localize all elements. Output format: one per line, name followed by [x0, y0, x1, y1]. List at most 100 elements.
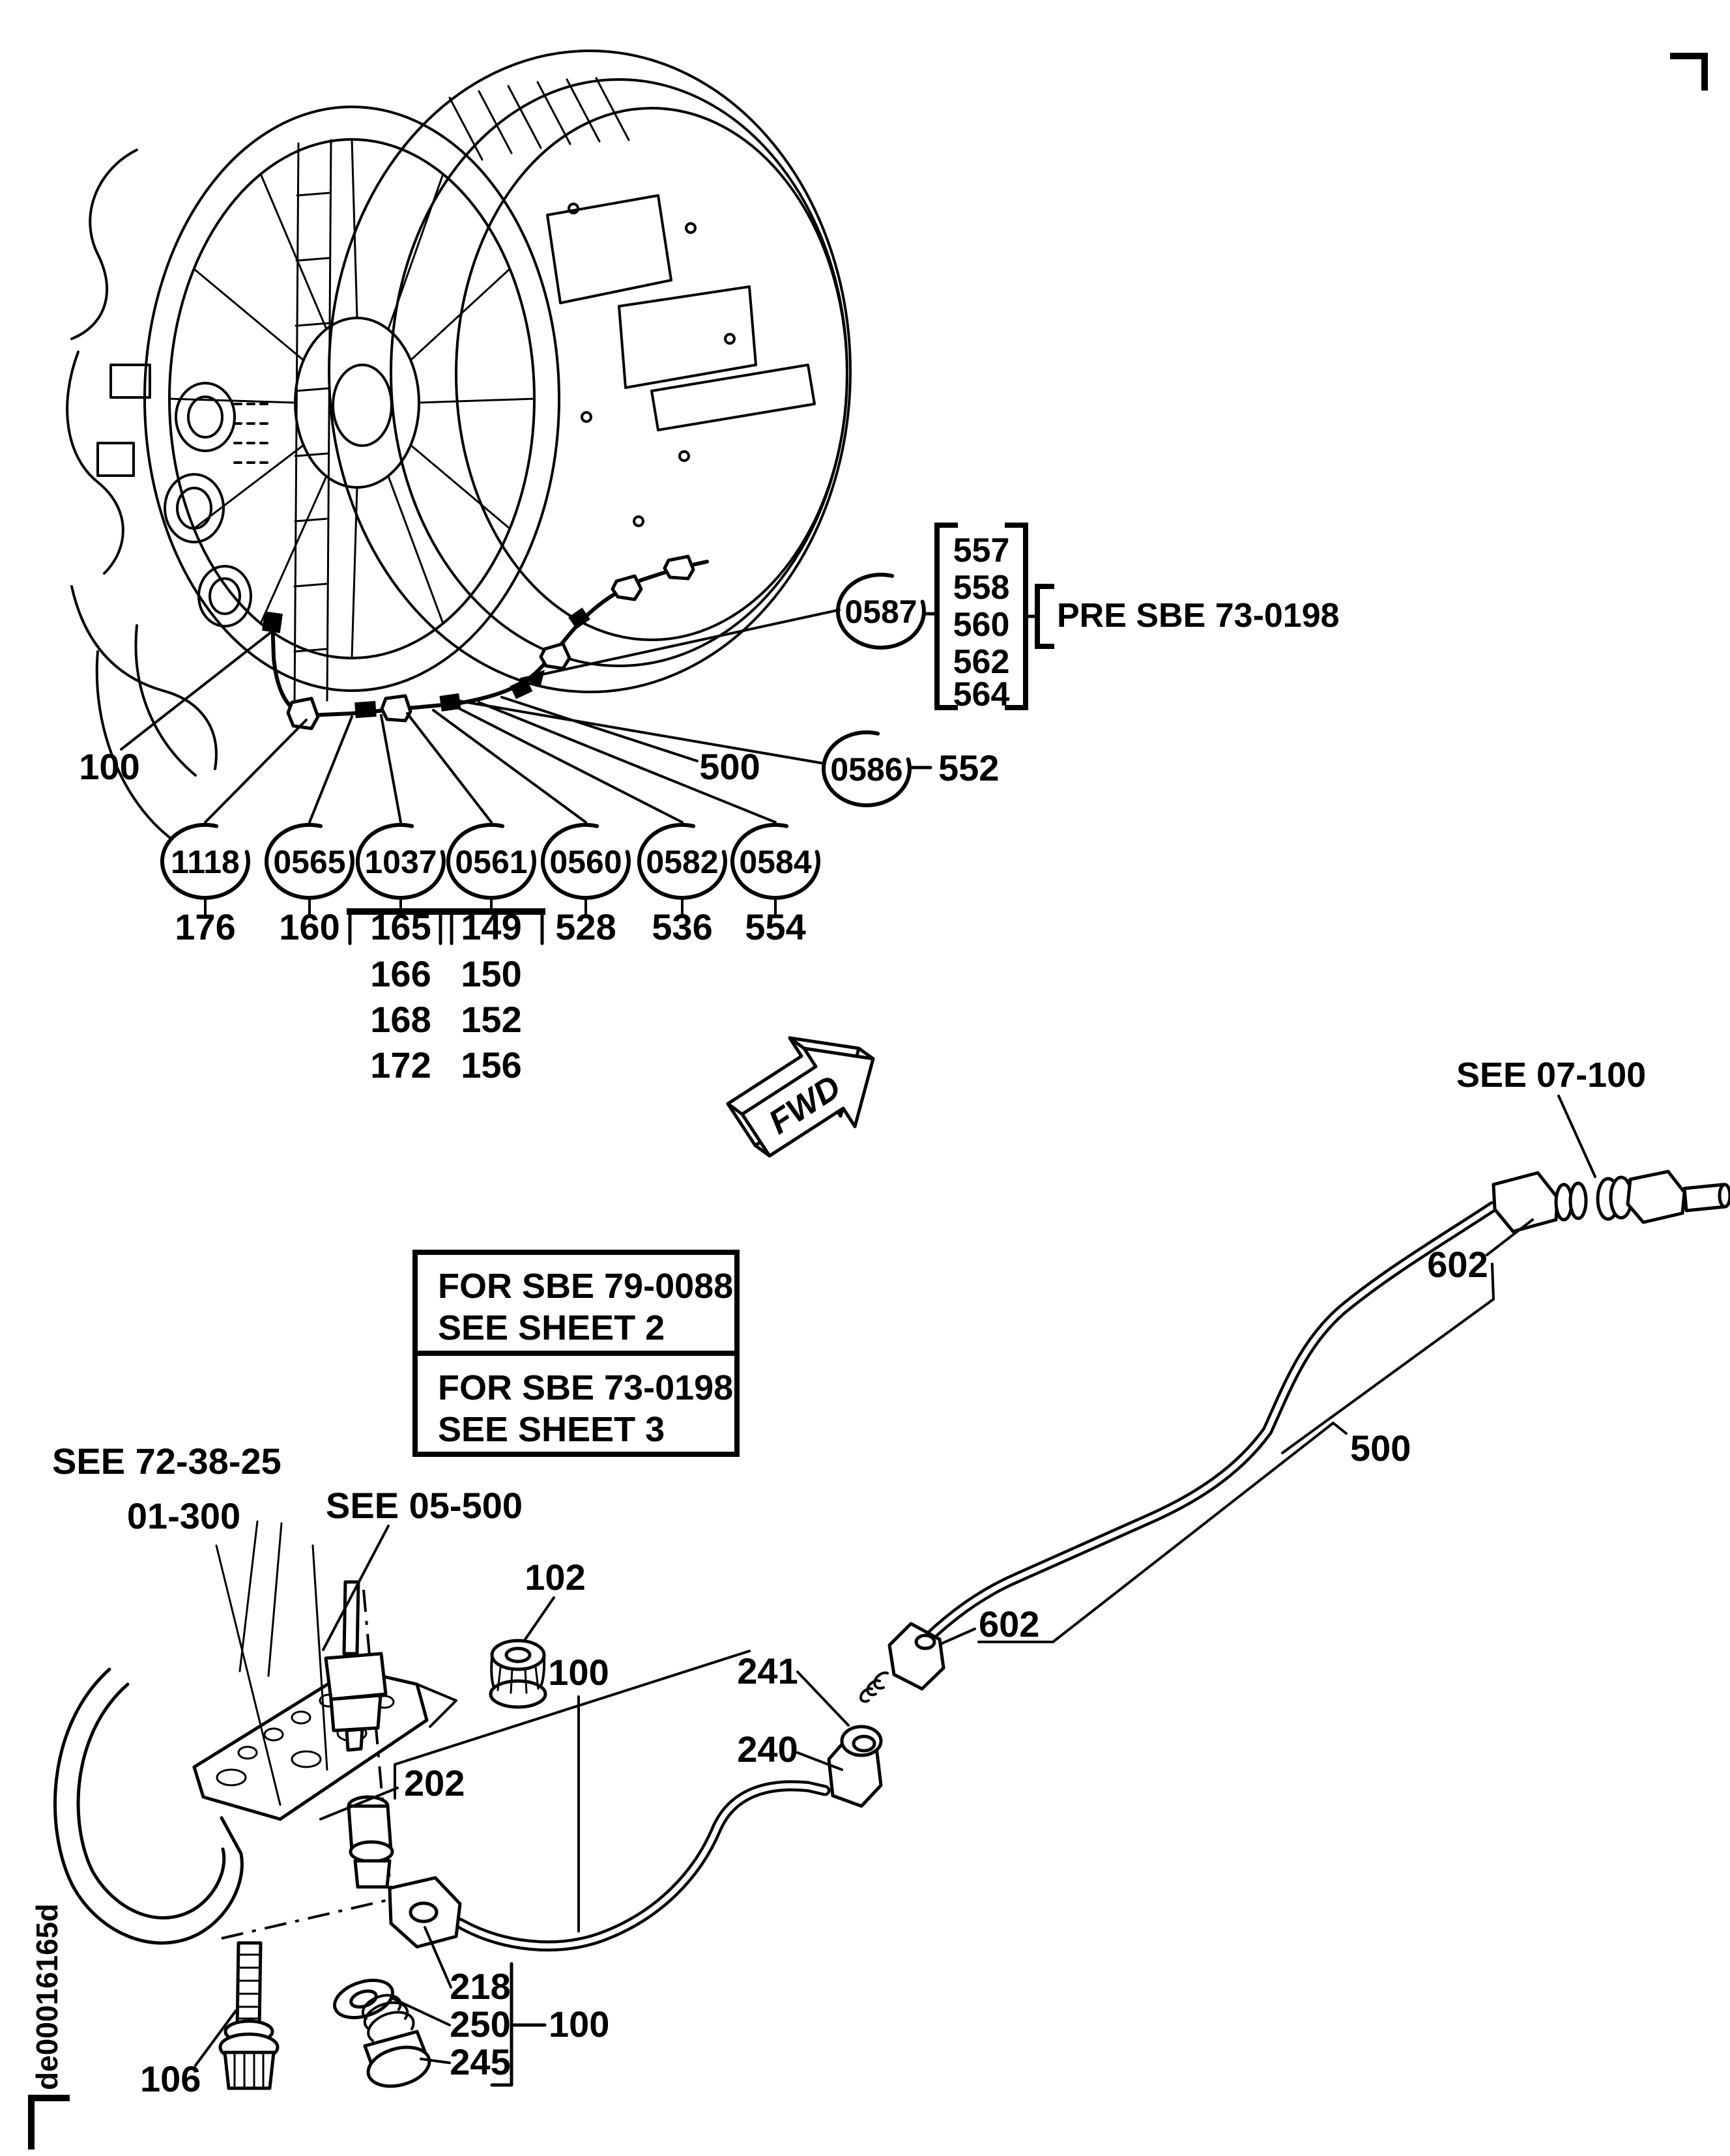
leader-see-07-100 — [1557, 1095, 1596, 1178]
washer-250 — [333, 1978, 394, 2020]
fitting-240-241 — [827, 1725, 883, 1808]
mount-bracket-illustration — [53, 1520, 547, 2090]
note-see-72-38-25-line1: SEE 72-38-25 — [52, 1441, 281, 1482]
callout-balloon-0586: 0586 552 — [821, 730, 999, 807]
sheet3-line1: FOR SBE 73-0198 — [438, 1368, 733, 1407]
sheet3-line2: SEE SHEET 3 — [438, 1410, 665, 1449]
sheet2-line1: FOR SBE 79-0088 — [438, 1267, 733, 1306]
stack-item: 560 — [953, 606, 1010, 644]
label-102: 102 — [525, 1557, 585, 1598]
balloon-label: 0584 — [739, 844, 811, 880]
note-see-07-100: SEE 07-100 — [1456, 1056, 1646, 1095]
bolt-245 — [361, 1994, 431, 2088]
fuel-tube-500 — [914, 1201, 1499, 1652]
leader-240 — [796, 1751, 843, 1771]
label-245: 245 — [450, 2041, 510, 2082]
leader-241 — [796, 1671, 850, 1727]
callout-balloon-1118: 1118 176 — [160, 823, 250, 947]
leader-106 — [194, 2009, 237, 2067]
leader-see-72-38-25-b — [311, 1544, 328, 1771]
part-number: 172 — [370, 1044, 431, 1085]
corner-mark-bottom-left — [28, 2095, 70, 2149]
bolt-106 — [218, 1941, 280, 2090]
engine-strut-band — [293, 139, 332, 705]
engine-fuel-tube — [262, 554, 709, 730]
label-100-bracket: 100 — [549, 2004, 609, 2045]
sheet2-line2: SEE SHEET 2 — [438, 1308, 665, 1347]
leader-102 — [524, 1596, 555, 1641]
balloon-label: 0565 — [273, 844, 345, 880]
part-number: 149 — [461, 906, 521, 947]
label-harness-500-top: 500 — [699, 746, 760, 787]
leader-see-72-38-25-a — [215, 1544, 281, 1806]
callout-balloon-0561: 0561 149 150 152 156 — [437, 823, 545, 1085]
balloon-label: 1118 — [171, 844, 240, 880]
leaders-218-250-245 — [390, 1926, 452, 2064]
stack-item: 564 — [953, 676, 1010, 713]
part-number: 554 — [745, 906, 805, 947]
leader-202 — [319, 1650, 751, 1820]
callout-balloon-0587: 0587 557 558 560 562 564 PRE SBE 73-0198 — [835, 523, 1340, 713]
note-see-05-500: SEE 05-500 — [326, 1485, 523, 1526]
callout-balloon-0565: 0565 160 — [264, 823, 354, 947]
corner-mark-top-right — [1670, 53, 1708, 91]
note-see-72-38-25-line2: 01-300 — [127, 1495, 240, 1536]
balloon-label: 0582 — [646, 844, 718, 880]
part-number: 156 — [461, 1044, 521, 1085]
label-202: 202 — [404, 1762, 465, 1804]
label-tube-100-mid: 100 — [548, 1652, 609, 1693]
part-number: 168 — [370, 999, 431, 1040]
stack-item: 562 — [953, 643, 1010, 681]
label-250: 250 — [450, 2004, 510, 2045]
valve-see-05-500 — [324, 1580, 388, 1752]
fwd-direction-flag: FWD — [726, 1036, 875, 1158]
label-harness-500-mid: 500 — [1350, 1428, 1411, 1469]
label-218: 218 — [450, 1966, 510, 2007]
callout-balloon-1037: 1037 165 166 168 172 — [347, 823, 455, 1085]
callout-balloon-0582: 0582 536 — [637, 823, 727, 947]
fitting-602-lower — [859, 1622, 945, 1703]
label-241: 241 — [737, 1650, 798, 1691]
stack-item: 558 — [953, 569, 1010, 607]
part-number: 528 — [555, 906, 616, 947]
engine-illustration — [66, 50, 852, 839]
balloon-label: 0587 — [844, 594, 917, 630]
leader-602-upper — [1281, 1218, 1534, 1454]
leader-500-mid — [977, 1422, 1348, 1643]
label-106: 106 — [140, 2058, 201, 2099]
label-tube-100-top: 100 — [79, 746, 139, 787]
leader-see-05-500 — [322, 1525, 390, 1651]
balloon-label: 0561 — [455, 844, 527, 880]
fuel-tube-100 — [454, 1780, 831, 1952]
label-602-upper: 602 — [1427, 1244, 1488, 1285]
case-hatching — [448, 77, 630, 161]
callout-balloon-0560: 0560 528 — [540, 823, 631, 947]
part-number: 152 — [461, 999, 521, 1040]
leader-lines-top — [120, 609, 841, 824]
balloon-label: 1037 — [364, 844, 437, 880]
part-number: 166 — [370, 953, 431, 994]
nut-102 — [489, 1639, 547, 1709]
spacer-202 — [347, 1795, 394, 1889]
fan-vanes — [168, 138, 536, 659]
callout-balloon-0584: 0584 554 — [730, 823, 820, 947]
doc-code: de00016165d — [30, 1904, 64, 2090]
sheet-note-boxes: FOR SBE 79-0088 SEE SHEET 2 FOR SBE 73-0… — [412, 1250, 740, 1457]
part-number: 536 — [652, 906, 712, 947]
note-pre-sbe: PRE SBE 73-0198 — [1057, 597, 1340, 635]
accessory-section — [66, 149, 272, 839]
label-602-lower: 602 — [979, 1603, 1039, 1645]
bracket-100 — [490, 1962, 547, 2087]
part-number: 150 — [461, 953, 521, 994]
balloon-label: 0586 — [830, 751, 902, 788]
balloon-label: 0560 — [549, 844, 622, 880]
case-panels — [546, 194, 816, 527]
label-240: 240 — [737, 1729, 798, 1770]
part-number: 160 — [279, 906, 339, 947]
part-number: 165 — [370, 906, 431, 947]
stack-item: 557 — [953, 532, 1010, 569]
part-number: 176 — [175, 906, 235, 947]
part-number-552: 552 — [938, 747, 999, 788]
